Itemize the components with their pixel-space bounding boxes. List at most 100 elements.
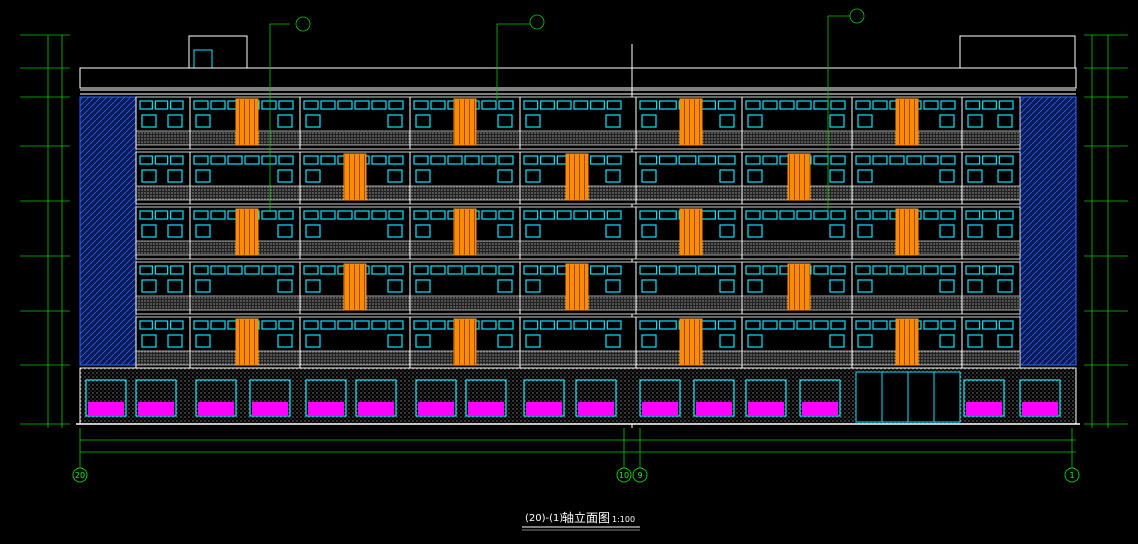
window [277, 114, 293, 128]
window [320, 265, 336, 275]
window [573, 100, 589, 110]
window [678, 265, 697, 275]
shop-base-panel [252, 402, 288, 416]
floor-1 [135, 316, 1021, 370]
window [415, 169, 431, 183]
window [857, 334, 873, 348]
shop-base-panel [138, 402, 174, 416]
floor-4 [135, 151, 1021, 205]
window [413, 265, 429, 275]
window [998, 320, 1014, 330]
window [590, 155, 605, 165]
window [525, 224, 541, 238]
window [997, 114, 1013, 128]
callout-leaders [269, 8, 865, 212]
window [906, 155, 922, 165]
window [210, 210, 226, 220]
window [305, 169, 321, 183]
window [320, 155, 336, 165]
window [829, 169, 845, 183]
axis-bubble-10: 10 [616, 467, 632, 483]
window [872, 265, 888, 275]
window [167, 279, 183, 293]
window [154, 210, 169, 220]
window [244, 155, 260, 165]
window [210, 320, 226, 330]
window [939, 169, 955, 183]
window [167, 114, 183, 128]
window [747, 279, 763, 293]
window [430, 100, 446, 110]
window [965, 100, 981, 110]
window [906, 265, 922, 275]
orange-screen-panel [453, 208, 477, 256]
window [167, 169, 183, 183]
window [745, 100, 761, 110]
window [415, 279, 431, 293]
orange-screen-panel [235, 208, 259, 256]
window [639, 210, 658, 220]
window [523, 210, 539, 220]
orange-screen-panel [679, 318, 703, 366]
window [195, 334, 211, 348]
window [641, 224, 657, 238]
window [261, 210, 277, 220]
window [719, 169, 735, 183]
window [193, 320, 209, 330]
window [590, 210, 605, 220]
window [354, 320, 370, 330]
window [639, 320, 658, 330]
title-scale: 1:100 [612, 515, 635, 524]
window [278, 100, 294, 110]
window [481, 320, 497, 330]
window [779, 210, 795, 220]
window [337, 100, 353, 110]
window [830, 320, 846, 330]
window [481, 155, 497, 165]
shop-base-panel [748, 402, 784, 416]
window [982, 265, 997, 275]
window [997, 334, 1013, 348]
window [606, 100, 622, 110]
window [556, 210, 572, 220]
window [497, 334, 513, 348]
window [481, 210, 497, 220]
shop-base-panel [198, 402, 234, 416]
window [193, 155, 209, 165]
window [337, 320, 353, 330]
window [154, 265, 169, 275]
window [305, 279, 321, 293]
window [698, 155, 716, 165]
window [997, 279, 1013, 293]
orange-screen-panel [565, 153, 589, 201]
window [982, 210, 997, 220]
window [605, 169, 621, 183]
window [497, 224, 513, 238]
orange-screen-panel [235, 318, 259, 366]
window [303, 265, 319, 275]
balcony-band [135, 240, 1021, 256]
window [337, 210, 353, 220]
window [762, 210, 778, 220]
window [965, 155, 981, 165]
drawing-title: (20)-(1) 轴立面图 1:100 [522, 510, 640, 531]
window [540, 265, 555, 275]
window [641, 279, 657, 293]
window [678, 155, 697, 165]
window [244, 265, 260, 275]
window [698, 265, 716, 275]
window [939, 224, 955, 238]
orange-screen-panel [235, 98, 259, 146]
window [430, 320, 446, 330]
window [498, 210, 514, 220]
window [745, 155, 761, 165]
window [481, 265, 497, 275]
window [525, 279, 541, 293]
window [139, 320, 153, 330]
window [498, 320, 514, 330]
window [830, 100, 846, 110]
window [210, 100, 226, 110]
window [481, 100, 497, 110]
shop-base-panel [526, 402, 562, 416]
